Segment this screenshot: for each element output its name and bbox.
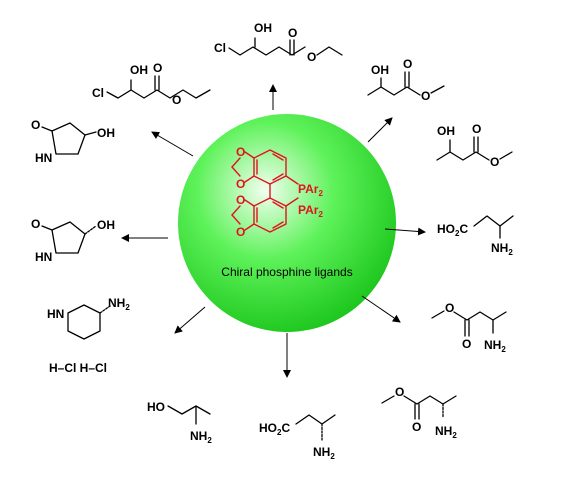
svg-text:O: O xyxy=(288,26,297,40)
svg-text:OH: OH xyxy=(97,126,115,140)
molecule-hydroxy-ester-a: OH O O xyxy=(367,57,445,103)
svg-text:NH2: NH2 xyxy=(435,424,457,440)
molecule-hydroxy-ester-b: OH O O xyxy=(436,122,513,169)
svg-text:O: O xyxy=(445,301,454,315)
svg-text:O: O xyxy=(395,385,404,399)
arrow-right xyxy=(384,227,426,236)
svg-text:HO: HO xyxy=(147,400,165,414)
svg-text:O: O xyxy=(153,61,162,75)
molecule-top-left-ester: Cl OH O O xyxy=(92,61,211,107)
svg-text:NH2: NH2 xyxy=(190,429,212,445)
molecule-acid-bottom: HO2C NH2 xyxy=(259,414,336,461)
svg-text:HN: HN xyxy=(35,151,52,165)
molecule-ester-right: O O NH2 xyxy=(431,301,507,354)
svg-text:O: O xyxy=(421,89,430,103)
molecule-acid-right: HO2C NH2 xyxy=(437,215,514,257)
svg-text:OH: OH xyxy=(437,124,455,138)
upper-phosphorus-label: PAr2 xyxy=(298,182,323,198)
svg-text:O: O xyxy=(412,420,421,434)
svg-text:O: O xyxy=(403,57,412,71)
molecule-top-ester: Cl OH O O xyxy=(214,21,343,64)
svg-text:OH: OH xyxy=(130,63,148,77)
molecule-aminobutanol: HO NH2 xyxy=(147,400,212,445)
molecule-ester-bottom-right: O O NH2 xyxy=(381,385,457,440)
svg-text:HO2C: HO2C xyxy=(259,421,290,437)
arrow-top-right xyxy=(367,117,393,143)
arrows xyxy=(121,84,426,378)
arrow-bottom-left xyxy=(174,306,206,334)
molecule-piperidine: HN NH2 H–Cl H–Cl xyxy=(47,296,130,375)
upper-ring-o1: O xyxy=(236,145,245,159)
sphere-caption: Chiral phosphine ligands xyxy=(221,265,352,279)
svg-text:O: O xyxy=(307,50,316,64)
green-sphere xyxy=(178,114,396,332)
lower-phosphorus-label: PAr2 xyxy=(298,203,323,219)
svg-text:O: O xyxy=(462,337,471,351)
svg-text:Cl: Cl xyxy=(214,41,226,55)
upper-ring-o2: O xyxy=(236,177,245,191)
svg-text:Cl: Cl xyxy=(92,86,104,100)
lower-ring-o2: O xyxy=(236,225,245,239)
svg-text:OH: OH xyxy=(97,218,115,232)
svg-text:HO2C: HO2C xyxy=(437,222,468,238)
svg-text:NH2: NH2 xyxy=(108,296,130,312)
svg-text:HN: HN xyxy=(35,250,52,264)
svg-text:OH: OH xyxy=(254,21,272,35)
svg-text:NH2: NH2 xyxy=(313,445,335,461)
svg-text:O: O xyxy=(31,217,40,231)
svg-text:HN: HN xyxy=(47,307,64,321)
arrow-bottom-right xyxy=(361,295,401,323)
svg-text:NH2: NH2 xyxy=(491,241,513,257)
svg-text:NH2: NH2 xyxy=(484,338,506,354)
lower-ring-o1: O xyxy=(236,193,245,207)
molecule-lactam-b: O HN OH xyxy=(31,217,115,264)
svg-text:O: O xyxy=(472,122,481,136)
molecule-lactam-a: O HN OH xyxy=(31,118,115,165)
svg-text:OH: OH xyxy=(371,63,389,77)
svg-text:O: O xyxy=(490,155,499,169)
hcl-salt: H–Cl H–Cl xyxy=(49,361,107,375)
arrow-top-left xyxy=(151,131,194,157)
svg-text:O: O xyxy=(31,118,40,132)
biphenyl-ligand: O O PAr2 O O PAr2 xyxy=(231,145,323,239)
svg-text:O: O xyxy=(172,93,181,107)
